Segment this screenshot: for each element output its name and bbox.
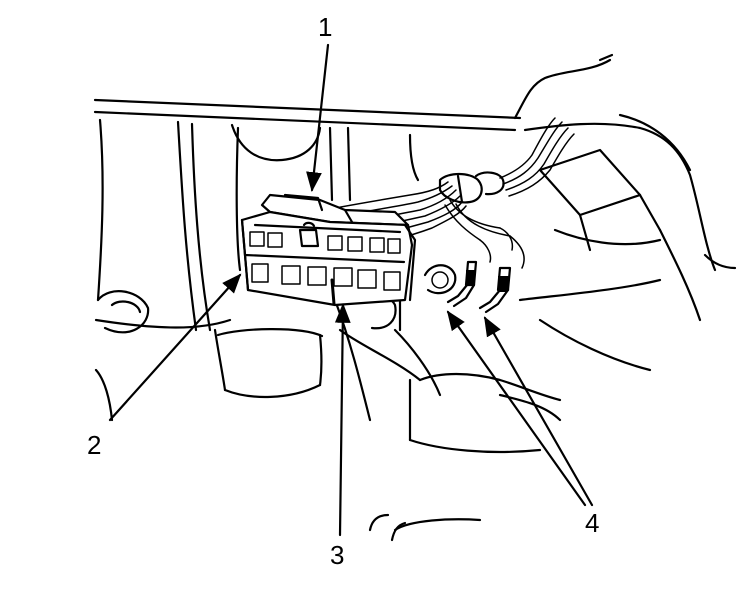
diagnostic-connector	[240, 193, 417, 307]
leader-3	[334, 303, 351, 537]
leader-2	[108, 273, 242, 422]
callout-4: 4	[585, 508, 600, 538]
leader-4a	[446, 310, 587, 507]
test-terminals	[446, 260, 512, 314]
leader-lines	[108, 43, 594, 537]
callout-3: 3	[330, 540, 345, 570]
leader-1	[306, 43, 330, 192]
callout-2: 2	[87, 430, 102, 460]
callout-1: 1	[318, 12, 333, 42]
body-panel-outline	[93, 53, 737, 542]
leader-4b	[483, 316, 594, 507]
